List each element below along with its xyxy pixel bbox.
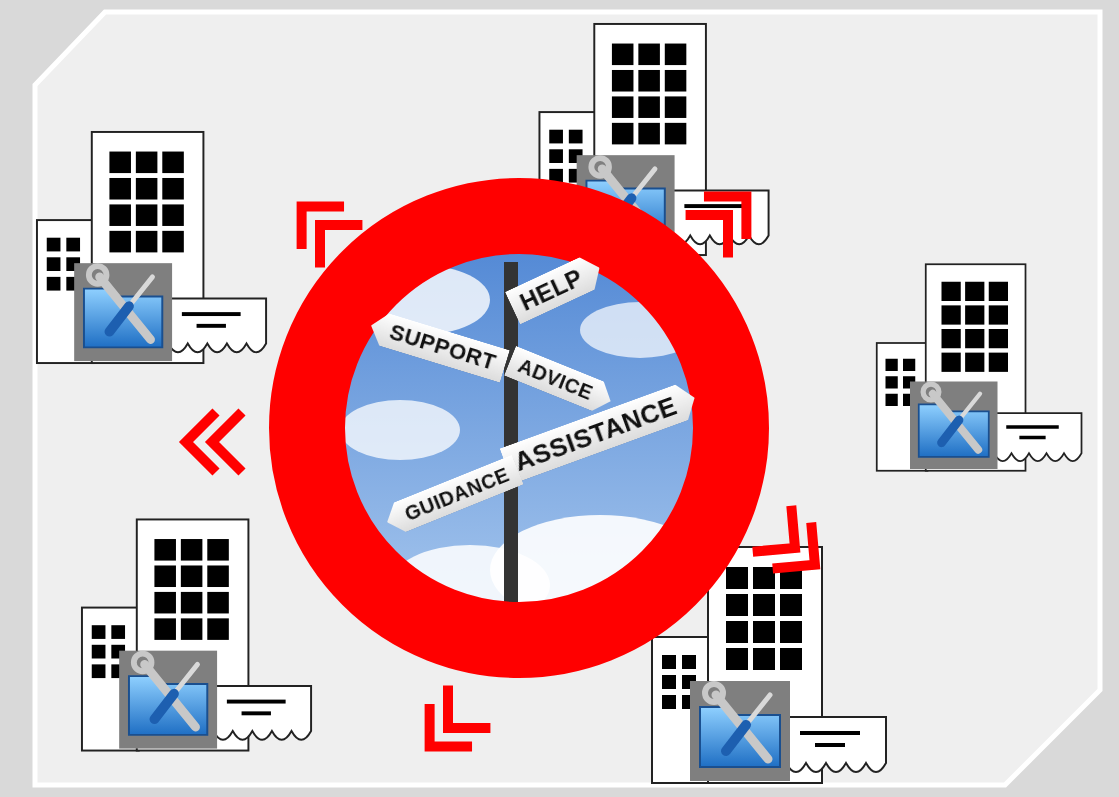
chevron-arrow bbox=[753, 506, 834, 588]
signpost-photo bbox=[307, 216, 731, 640]
office-building bbox=[37, 132, 266, 363]
panel bbox=[35, 12, 1100, 785]
sign-text: GUIDANCE bbox=[381, 455, 523, 537]
sign-board: ADVICE bbox=[503, 346, 616, 416]
chevron-arrow bbox=[408, 686, 490, 768]
sign-text: HELP bbox=[505, 251, 607, 324]
chevron-arrow bbox=[186, 412, 242, 472]
red-ring bbox=[307, 216, 731, 640]
sign-text: SUPPORT bbox=[366, 309, 510, 382]
pole bbox=[504, 262, 518, 622]
buildings bbox=[37, 24, 1082, 783]
chevron-arrow bbox=[686, 175, 768, 257]
chevron-arrows bbox=[186, 175, 834, 767]
chevron-arrow bbox=[280, 185, 362, 267]
office-building bbox=[82, 519, 311, 750]
sign-board: SUPPORT bbox=[366, 309, 510, 382]
office-building bbox=[877, 264, 1082, 471]
sign-board: HELP bbox=[505, 251, 607, 324]
sign-board: GUIDANCE bbox=[381, 455, 523, 537]
sign-text: ADVICE bbox=[503, 346, 616, 416]
